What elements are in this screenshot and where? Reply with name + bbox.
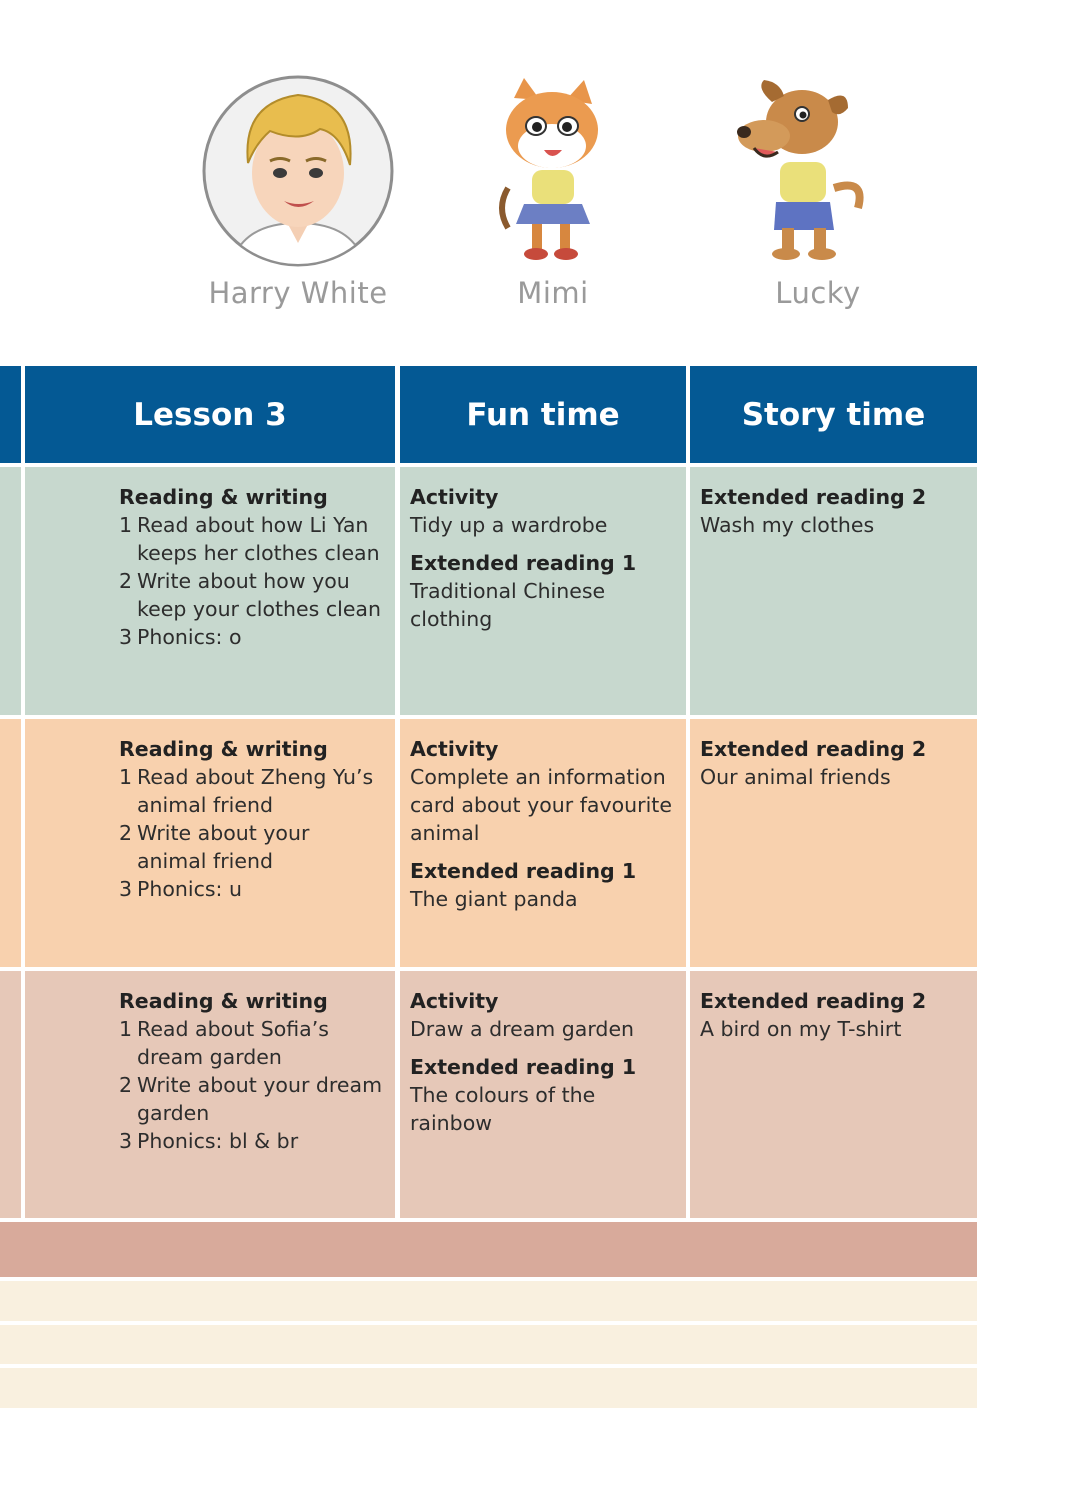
character-name-mimi: Mimi xyxy=(517,276,589,310)
row1-ext1-text: Traditional Chinese clothing xyxy=(410,579,606,631)
row2-lesson3-title: Reading & writing xyxy=(119,737,328,761)
item-text: Read about Sofia’s dream garden xyxy=(137,1017,329,1069)
item-number: 1 xyxy=(119,513,133,537)
item-number: 2 xyxy=(119,1073,133,1097)
row3-activity-title: Activity xyxy=(410,989,499,1013)
character-name-harry: Harry White xyxy=(208,276,388,310)
header-fun-time: Fun time xyxy=(400,366,686,463)
row3-ext1-title: Extended reading 1 xyxy=(410,1055,637,1079)
cream-band-3 xyxy=(0,1368,977,1408)
row1-ext2-title: Extended reading 2 xyxy=(700,485,927,509)
dog-character-icon xyxy=(737,80,864,260)
cat-character-icon xyxy=(499,78,598,260)
row1-ext2-text: Wash my clothes xyxy=(700,513,875,537)
row3-ext2-title: Extended reading 2 xyxy=(700,989,927,1013)
left-edge-row3 xyxy=(0,971,21,1218)
row2-story-time-cell: Extended reading 2 Our animal friends xyxy=(690,719,977,967)
row2-ext1-title: Extended reading 1 xyxy=(410,859,637,883)
boy-portrait-icon xyxy=(202,75,394,267)
header-fun-time-label: Fun time xyxy=(466,396,620,433)
left-edge-row2 xyxy=(0,719,21,967)
item-text: Phonics: bl & br xyxy=(137,1129,299,1153)
row2-ext2-title: Extended reading 2 xyxy=(700,737,927,761)
row1-story-time-cell: Extended reading 2 Wash my clothes xyxy=(690,467,977,715)
summary-band xyxy=(0,1222,977,1277)
row2-fun-time-cell: Activity Complete an information card ab… xyxy=(400,719,686,967)
row2-ext1-text: The giant panda xyxy=(410,887,578,911)
header-lesson3-label: Lesson 3 xyxy=(133,396,287,433)
item-text: Phonics: o xyxy=(137,625,242,649)
item-text: Read about how Li Yan keeps her clothes … xyxy=(137,513,380,565)
cream-band-1 xyxy=(0,1281,977,1321)
row1-activity-title: Activity xyxy=(410,485,499,509)
item-number: 1 xyxy=(119,1017,133,1041)
item-number: 2 xyxy=(119,569,133,593)
row3-lesson3-title: Reading & writing xyxy=(119,989,328,1013)
row2-ext2-text: Our animal friends xyxy=(700,765,891,789)
row3-story-time-cell: Extended reading 2 A bird on my T-shirt xyxy=(690,971,977,1218)
item-text: Phonics: u xyxy=(137,877,242,901)
item-text: Read about Zheng Yu’s animal friend xyxy=(137,765,374,817)
row1-fun-time-cell: Activity Tidy up a wardrobe Extended rea… xyxy=(400,467,686,715)
row3-fun-time-cell: Activity Draw a dream garden Extended re… xyxy=(400,971,686,1218)
cream-band-2 xyxy=(0,1325,977,1364)
header-story-time: Story time xyxy=(690,366,977,463)
item-number: 1 xyxy=(119,765,133,789)
item-number: 2 xyxy=(119,821,133,845)
left-edge-header xyxy=(0,366,21,463)
row3-ext1-text: The colours of the rainbow xyxy=(410,1083,596,1135)
row1-ext1-title: Extended reading 1 xyxy=(410,551,637,575)
header-lesson3: Lesson 3 xyxy=(25,366,395,463)
row1-lesson3-title: Reading & writing xyxy=(119,485,328,509)
row2-activity-text: Complete an information card about your … xyxy=(410,765,672,845)
header-story-time-label: Story time xyxy=(741,396,926,433)
item-text: Write about your animal friend xyxy=(137,821,310,873)
item-number: 3 xyxy=(119,625,133,649)
item-text: Write about your dream garden xyxy=(137,1073,383,1125)
item-number: 3 xyxy=(119,1129,133,1153)
item-text: Write about how you keep your clothes cl… xyxy=(137,569,381,621)
left-edge-row1 xyxy=(0,467,21,715)
character-name-lucky: Lucky xyxy=(775,276,861,310)
row1-activity-text: Tidy up a wardrobe xyxy=(410,513,608,537)
row2-activity-title: Activity xyxy=(410,737,499,761)
item-number: 3 xyxy=(119,877,133,901)
row3-activity-text: Draw a dream garden xyxy=(410,1017,635,1041)
row3-ext2-text: A bird on my T-shirt xyxy=(700,1017,902,1041)
